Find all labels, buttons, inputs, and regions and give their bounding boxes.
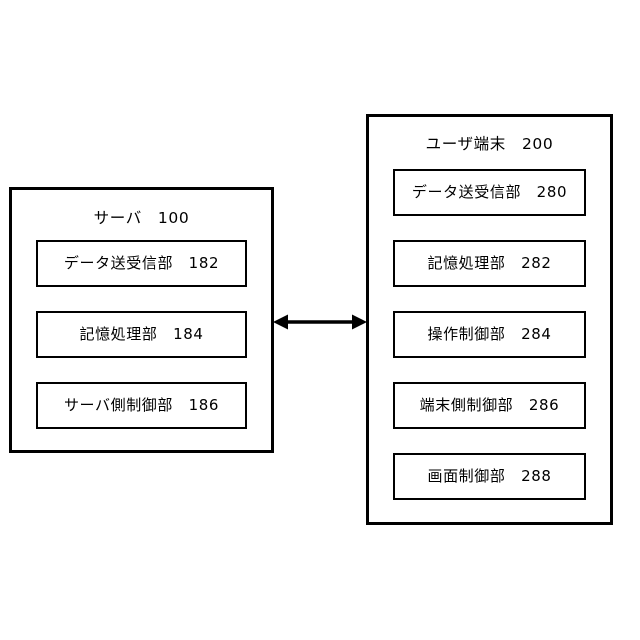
- module-label: データ送受信部 280: [411, 183, 568, 201]
- module-label: 端末側制御部 286: [419, 396, 560, 414]
- user-terminal-module-list: データ送受信部 280 記憶処理部 282 操作制御部 284 端末側制御部 2…: [369, 169, 610, 500]
- double-arrow-icon: [273, 314, 367, 330]
- module-label: サーバ側制御部 186: [63, 396, 220, 414]
- server-node-title: サーバ 100: [93, 209, 190, 227]
- module-storage-processor-184: 記憶処理部 184: [36, 311, 247, 358]
- module-label: 記憶処理部 184: [79, 325, 204, 343]
- user-terminal-node: ユーザ端末 200 データ送受信部 280 記憶処理部 282 操作制御部 28…: [366, 114, 613, 525]
- module-operation-controller-284: 操作制御部 284: [393, 311, 586, 358]
- server-node: サーバ 100 データ送受信部 182 記憶処理部 184 サーバ側制御部 18…: [9, 187, 274, 453]
- module-label: 操作制御部 284: [427, 325, 552, 343]
- server-module-list: データ送受信部 182 記憶処理部 184 サーバ側制御部 186: [12, 240, 271, 429]
- module-screen-controller-288: 画面制御部 288: [393, 453, 586, 500]
- module-data-transceiver-280: データ送受信部 280: [393, 169, 586, 216]
- module-data-transceiver-182: データ送受信部 182: [36, 240, 247, 287]
- module-terminal-side-controller-286: 端末側制御部 286: [393, 382, 586, 429]
- module-label: 記憶処理部 282: [427, 254, 552, 272]
- user-terminal-node-title: ユーザ端末 200: [425, 135, 554, 153]
- module-label: 画面制御部 288: [427, 467, 552, 485]
- module-storage-processor-282: 記憶処理部 282: [393, 240, 586, 287]
- module-label: データ送受信部 182: [63, 254, 220, 272]
- module-server-side-controller-186: サーバ側制御部 186: [36, 382, 247, 429]
